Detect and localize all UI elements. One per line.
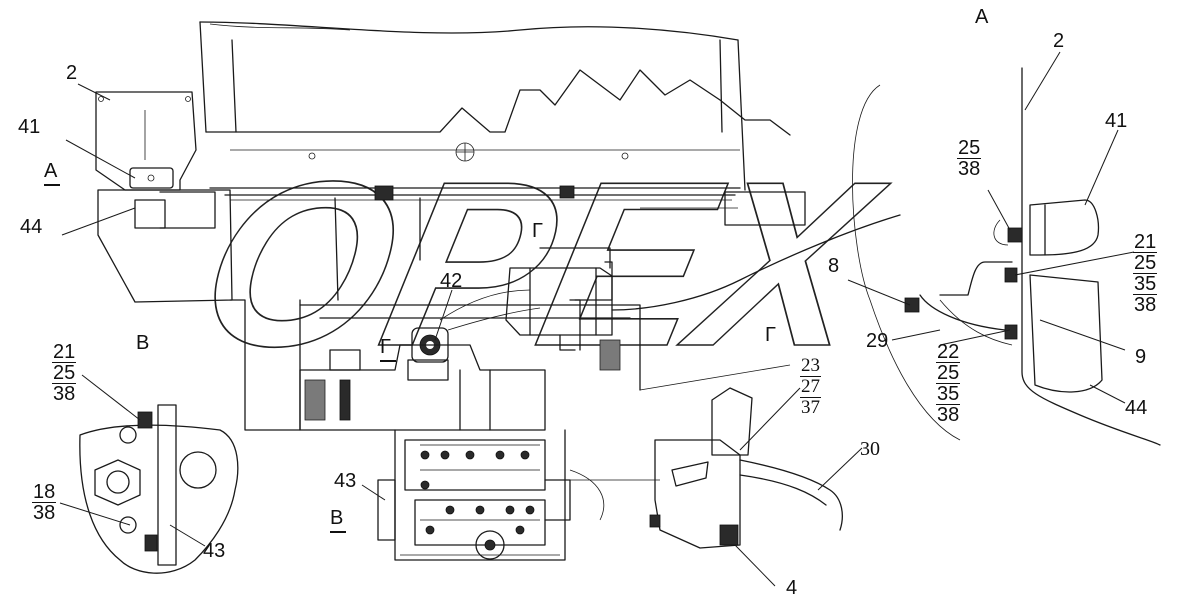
stack-row: 38: [33, 502, 56, 524]
cab-silhouette: [199, 21, 791, 191]
callout-2-left: 2: [66, 62, 78, 84]
section-v-left: В: [136, 332, 150, 354]
callout-stack-25-right: 25 38: [957, 137, 982, 180]
callout-29: 29: [866, 330, 889, 352]
callout-stack-21-left: 21 25 38: [52, 341, 77, 405]
leader-lines: [59, 51, 1135, 587]
stack-row: 23: [800, 355, 821, 377]
stack-row: 22: [936, 341, 961, 363]
motor-assembly: [505, 247, 621, 371]
detail-g: [569, 387, 843, 549]
frame-rails: [97, 185, 806, 431]
stack-row: 38: [958, 158, 981, 180]
stack-row: 37: [801, 397, 820, 418]
stack-row: 21: [52, 341, 77, 363]
stack-row: 25: [1133, 252, 1158, 274]
callout-stack-18-left: 18 38: [32, 481, 57, 524]
transmission-block: [299, 344, 571, 561]
callout-44-left: 44: [20, 216, 43, 238]
stack-row: 25: [957, 137, 982, 159]
stack-row: 38: [1134, 294, 1157, 316]
section-v-bottom-tick: [330, 531, 346, 533]
section-v-bottom: В: [330, 507, 346, 533]
callout-43-center: 43: [334, 470, 357, 492]
callout-4: 4: [786, 577, 798, 599]
section-a-left-letter: А: [44, 160, 58, 182]
callout-stack-21-right: 21 25 35 38: [1133, 231, 1158, 316]
section-a-top: А: [975, 6, 989, 28]
stack-row: 27: [800, 376, 821, 398]
callout-stack-22-right: 22 25 35 38: [936, 341, 961, 426]
detail-a: [852, 67, 1161, 446]
section-g-left: Г: [380, 336, 396, 362]
stack-row: 35: [936, 383, 961, 405]
section-g-right: Г: [765, 324, 776, 346]
callout-8: 8: [828, 255, 840, 277]
stack-row: 35: [1133, 273, 1158, 295]
section-a-left: А: [44, 160, 60, 186]
stack-row: 25: [936, 362, 961, 384]
callout-41-right: 41: [1105, 110, 1128, 132]
callout-44-right: 44: [1125, 397, 1148, 419]
section-v-bottom-letter: В: [330, 507, 344, 529]
section-g-left-tick: [380, 360, 396, 362]
watermark: OPEX: [181, 133, 902, 395]
callout-42: 42: [440, 270, 463, 292]
stack-row: 25: [52, 362, 77, 384]
section-g-center: Г: [532, 220, 543, 242]
section-g-left-letter: Г: [380, 336, 391, 358]
callout-9: 9: [1135, 346, 1147, 368]
stack-row: 18: [32, 481, 57, 503]
routing-lines: [439, 214, 901, 391]
left-bracket: [95, 91, 197, 229]
stack-row: 21: [1133, 231, 1158, 253]
callout-43-left: 43: [203, 540, 226, 562]
callout-2-right: 2: [1053, 30, 1065, 52]
callout-stack-23-center: 23 27 37: [800, 356, 821, 418]
stack-row: 38: [937, 404, 960, 426]
callout-41-left: 41: [18, 116, 41, 138]
stack-row: 38: [53, 383, 76, 405]
detail-v: [79, 404, 239, 574]
callout-30: 30: [860, 438, 880, 460]
section-a-left-tick: [44, 184, 60, 186]
